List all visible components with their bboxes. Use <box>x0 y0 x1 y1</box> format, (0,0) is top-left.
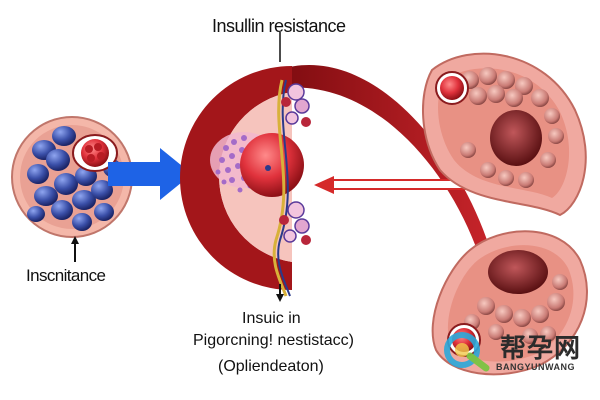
watermark: 帮孕网 BANGYUNWANG <box>434 326 584 376</box>
blue-cell-group <box>27 126 121 231</box>
central-cell <box>180 66 314 297</box>
center-label-line-1: Insuic in <box>242 310 301 327</box>
tissue-section-top <box>422 52 587 217</box>
adipose-cell-cluster <box>11 116 133 238</box>
blue-arrow <box>108 148 192 200</box>
nucleus-marker-dot <box>265 165 271 171</box>
central-cell-membrane-right <box>292 92 314 262</box>
receptor-cluster-bottom <box>279 201 311 245</box>
watermark-chinese-text: 帮孕网 <box>500 333 582 363</box>
central-nucleus <box>240 133 304 197</box>
central-cell-outer-wall <box>180 66 292 290</box>
tissue-top-dark-core <box>490 110 542 166</box>
center-label-line-3: (Opliendeaton) <box>218 358 324 375</box>
tissue-top-cells <box>460 67 564 188</box>
watermark-english-text: BANGYUNWANG <box>496 362 575 372</box>
red-nucleus-small <box>72 134 118 172</box>
receptor-cluster-top <box>281 83 311 127</box>
watermark-logo-mark <box>444 332 490 372</box>
diagram-title: Insullin resistance <box>212 16 346 36</box>
left-cell-label: Inscnitance <box>26 266 106 285</box>
left-pointer-arrowhead <box>71 236 79 244</box>
tissue-top-nucleus <box>440 76 464 100</box>
center-label-line-2: Pigorcning! nestistacc) <box>193 332 354 349</box>
tissue-bottom-dark-core <box>488 250 548 294</box>
center-pointer-arrowhead <box>276 294 284 302</box>
insulin-channel-blue <box>277 79 291 297</box>
insulin-channel-yellow <box>272 79 288 297</box>
